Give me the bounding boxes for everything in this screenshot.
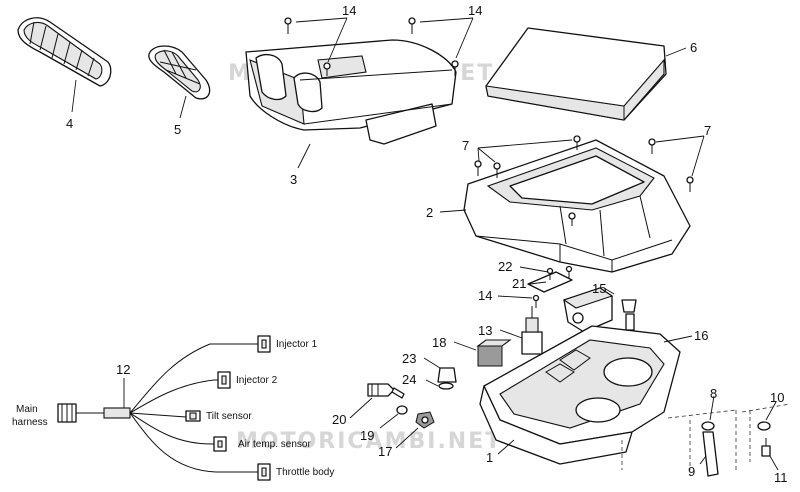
part-13-sensor: [521, 306, 543, 355]
part-3-airbox-cover: [245, 39, 457, 145]
callout-12: 12: [116, 362, 130, 377]
callout-20: 20: [332, 412, 346, 427]
part-5-intake-grille: [148, 45, 211, 100]
callout-1: 1: [486, 450, 493, 465]
callout-3: 3: [290, 172, 297, 187]
callout-10: 10: [770, 390, 784, 405]
part-10-clip: [757, 421, 771, 431]
part-8-clamp: [701, 421, 715, 431]
part-15-sensor: [562, 287, 614, 333]
label-main-harness-1: Main: [16, 404, 38, 415]
part-16-airbox-base: [483, 299, 681, 445]
part-1-lower-shell: [479, 385, 691, 470]
callout-18: 18: [432, 335, 446, 350]
callout-13: 13: [478, 323, 492, 338]
part-6-air-filter: [485, 27, 667, 121]
screws-7: [474, 135, 694, 226]
callout-19: 19: [360, 428, 374, 443]
callout-4: 4: [66, 116, 73, 131]
callout-14-cover-right: 14: [468, 3, 482, 18]
screw-14-lower: [532, 294, 540, 308]
part-19-washer: [396, 405, 408, 415]
part-24-washer: [438, 382, 454, 390]
callout-21: 21: [512, 276, 526, 291]
part-22-plate: [527, 271, 573, 293]
part-4-intake-funnel: [17, 17, 112, 87]
callout-2: 2: [426, 205, 433, 220]
callout-22: 22: [498, 259, 512, 274]
part-11-plug: [761, 438, 771, 457]
part-20-nipple: [367, 383, 405, 399]
part-12-wiring-harness: [57, 335, 271, 481]
label-tilt-sensor: Tilt sensor: [206, 411, 252, 422]
callout-5: 5: [174, 122, 181, 137]
callout-23: 23: [402, 351, 416, 366]
watermark-bottom: MOTORICAMBI.NET: [236, 429, 502, 454]
callout-14-cover-left: 14: [342, 3, 356, 18]
label-injector-2: Injector 2: [236, 375, 278, 386]
callout-14-lower: 14: [478, 288, 492, 303]
callout-7-left: 7: [462, 138, 469, 153]
callout-11: 11: [774, 470, 788, 485]
screws-14-top: [284, 17, 459, 76]
label-main-harness-2: harness: [12, 417, 48, 428]
callout-15: 15: [592, 281, 606, 296]
callout-17: 17: [378, 444, 392, 459]
callout-8: 8: [710, 386, 717, 401]
part-17-nut: [415, 411, 435, 429]
callout-7-right: 7: [704, 123, 711, 138]
label-injector-1: Injector 1: [276, 339, 318, 350]
callout-24: 24: [402, 372, 416, 387]
label-air-temp-sensor: Air temp. sensor: [238, 439, 311, 450]
part-18-block: [476, 339, 512, 367]
label-throttle-body: Throttle body: [276, 467, 334, 478]
part-23-grommet: [437, 367, 457, 383]
callout-6: 6: [690, 40, 697, 55]
part-2-airbox-housing: [463, 139, 691, 273]
part-21-screws: [546, 265, 573, 280]
callout-16: 16: [694, 328, 708, 343]
callout-9: 9: [688, 464, 695, 479]
part-9-hose: [702, 431, 719, 477]
